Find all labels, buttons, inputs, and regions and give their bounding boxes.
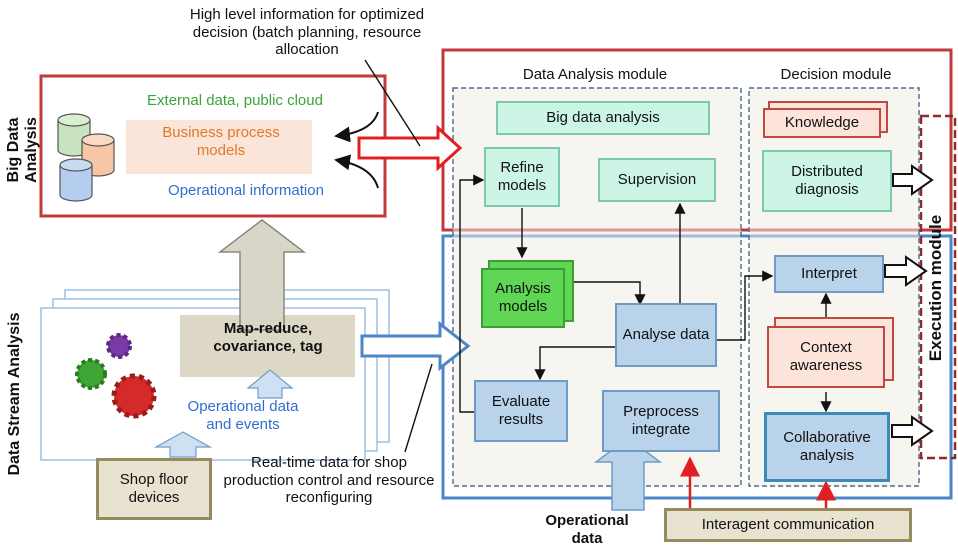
context-awareness-box: Context awareness xyxy=(767,326,885,388)
data-analysis-module-title: Data Analysis module xyxy=(522,66,668,83)
knowledge-box: Knowledge xyxy=(763,108,881,138)
database-icon xyxy=(57,113,115,202)
business-models-bg xyxy=(126,120,312,174)
map-reduce-label: Map-reduce, covariance, tag xyxy=(213,320,323,355)
side-label-stream: Data Stream Analysis xyxy=(6,312,23,476)
collaborative-analysis-box: Collaborative analysis xyxy=(764,412,890,482)
supervision-box: Supervision xyxy=(598,158,716,202)
conn-analysis-to-analyse xyxy=(557,281,646,306)
decision-module-title: Decision module xyxy=(780,66,892,83)
exec-arrow-collaborative xyxy=(891,415,934,447)
big-data-analysis-box: Big data analysis xyxy=(496,101,710,135)
preprocess-integrate-box: Preprocess integrate xyxy=(602,390,720,452)
interagent-communication: Interagent communication xyxy=(664,508,912,542)
up-arrow-big xyxy=(217,219,307,331)
analysis-models-box: Analysis models xyxy=(481,268,565,328)
curve-arrow-top xyxy=(334,111,379,143)
callout-top xyxy=(364,59,421,147)
up-arrow-events xyxy=(246,369,294,399)
exec-arrow-diagnosis xyxy=(892,164,934,196)
side-label-big-data: Big Data Analysis xyxy=(5,117,40,183)
execution-module-label: Execution module xyxy=(926,214,945,362)
realtime-note: Real-time data for shop production contr… xyxy=(223,454,435,507)
operational-events-label: Operational data and events xyxy=(187,398,299,433)
conn-analyse-to-evaluate xyxy=(534,346,616,381)
curve-arrow-bottom xyxy=(334,154,379,189)
top-note: High level information for optimized dec… xyxy=(189,6,425,59)
callout-bottom xyxy=(404,363,433,453)
gears-icon xyxy=(75,333,157,419)
operational-data-label: Operational data xyxy=(545,512,629,547)
refine-models-box: Refine models xyxy=(484,147,560,207)
external-data-label: External data, public cloud xyxy=(147,92,323,109)
execution-module-frame xyxy=(919,114,957,460)
interpret-box: Interpret xyxy=(774,255,884,293)
shop-floor-devices: Shop floor devices xyxy=(96,458,212,520)
red-arrow-big-data xyxy=(357,124,463,172)
distributed-diagnosis-box: Distributed diagnosis xyxy=(762,150,892,212)
analyse-data-box: Analyse data xyxy=(615,303,717,367)
business-process-label: Business process models xyxy=(162,124,280,159)
blue-arrow-stream xyxy=(360,320,471,372)
operational-info-label: Operational information xyxy=(168,182,324,199)
exec-arrow-interpret xyxy=(884,255,928,287)
up-arrow-shopfloor xyxy=(153,431,213,458)
conn-analyse-to-interpret xyxy=(716,270,774,341)
conn-evaluate-to-refine xyxy=(459,174,485,413)
evaluate-results-box: Evaluate results xyxy=(474,380,568,442)
